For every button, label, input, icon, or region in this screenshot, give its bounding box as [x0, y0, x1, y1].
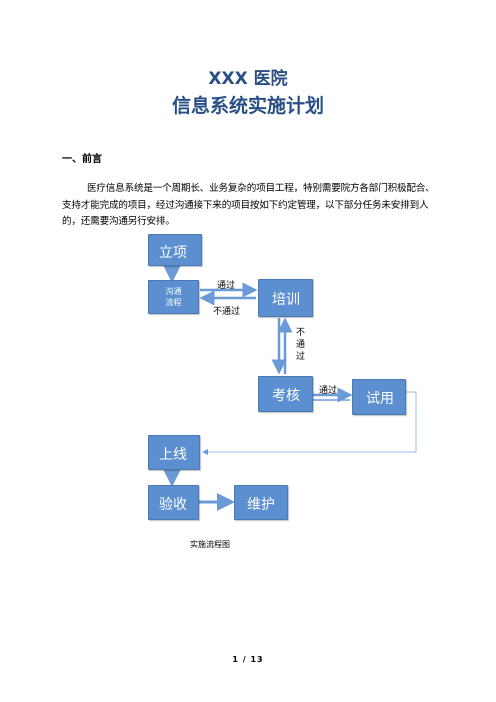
node-communicate: 沟通 流程 — [148, 280, 199, 314]
edge-label-pass-trial: 通过 — [319, 386, 338, 396]
edge-label-pass-training: 通过 — [217, 281, 236, 291]
edge-label-fail-back: 不通过 — [213, 307, 241, 317]
page-number: 1 / 13 — [232, 655, 264, 664]
title-plan: 信息系统实施计划 — [171, 95, 324, 117]
node-launch-label: 上线 — [159, 447, 187, 463]
node-communicate-label-1: 沟通 — [165, 287, 182, 296]
node-training: 培训 — [258, 279, 313, 317]
section-heading: 一、前言 — [62, 154, 102, 165]
node-assessment-label: 考核 — [272, 388, 300, 404]
node-initiate: 立项 — [148, 234, 202, 266]
flowchart-caption: 实施流程图 — [190, 540, 230, 549]
edge-label-fail-vertical: 不 通 过 — [296, 328, 306, 362]
node-initiate-label: 立项 — [159, 245, 187, 261]
node-training-label: 培训 — [272, 292, 300, 308]
intro-paragraph: 医疗信息系统是一个周期长、业务复杂的项目工程，特别需要院方各部门积极配合、支持才… — [62, 183, 435, 227]
node-trial: 试用 — [352, 379, 406, 415]
node-maintenance: 维护 — [234, 485, 288, 520]
node-maintenance-label: 维护 — [247, 497, 275, 513]
node-acceptance: 验收 — [148, 485, 199, 520]
node-communicate-label-2: 流程 — [165, 298, 182, 307]
node-assessment: 考核 — [258, 376, 313, 412]
title-hospital: XXX 医院 — [208, 69, 288, 89]
node-acceptance-label: 验收 — [159, 497, 187, 513]
arrow-trial-to-launch — [202, 391, 417, 455]
node-trial-label: 试用 — [366, 391, 394, 407]
node-launch: 上线 — [148, 435, 200, 470]
